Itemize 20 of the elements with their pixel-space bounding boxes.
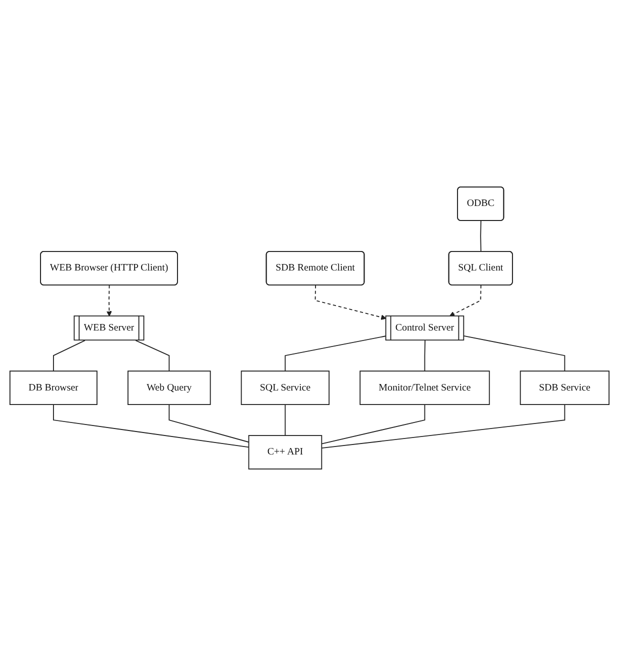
node-box: SDB Service — [520, 370, 610, 405]
node-box: Web Query — [128, 370, 211, 405]
connector — [321, 404, 426, 444]
connector — [480, 220, 482, 252]
connector — [135, 340, 170, 372]
connector — [424, 340, 426, 372]
node-box: DB Browser — [10, 370, 98, 405]
arrow — [314, 284, 386, 320]
connector — [284, 404, 286, 436]
connector — [168, 404, 250, 443]
node-box: Monitor/Telnet Service — [360, 370, 490, 405]
node-box: SQL Service — [240, 370, 330, 405]
connector — [53, 340, 86, 372]
connector — [284, 336, 387, 372]
connector — [321, 404, 566, 449]
arrow — [106, 284, 112, 316]
node-box: C++ API — [248, 435, 322, 470]
connector — [464, 336, 566, 372]
connector — [53, 404, 250, 448]
arrow — [449, 284, 482, 316]
